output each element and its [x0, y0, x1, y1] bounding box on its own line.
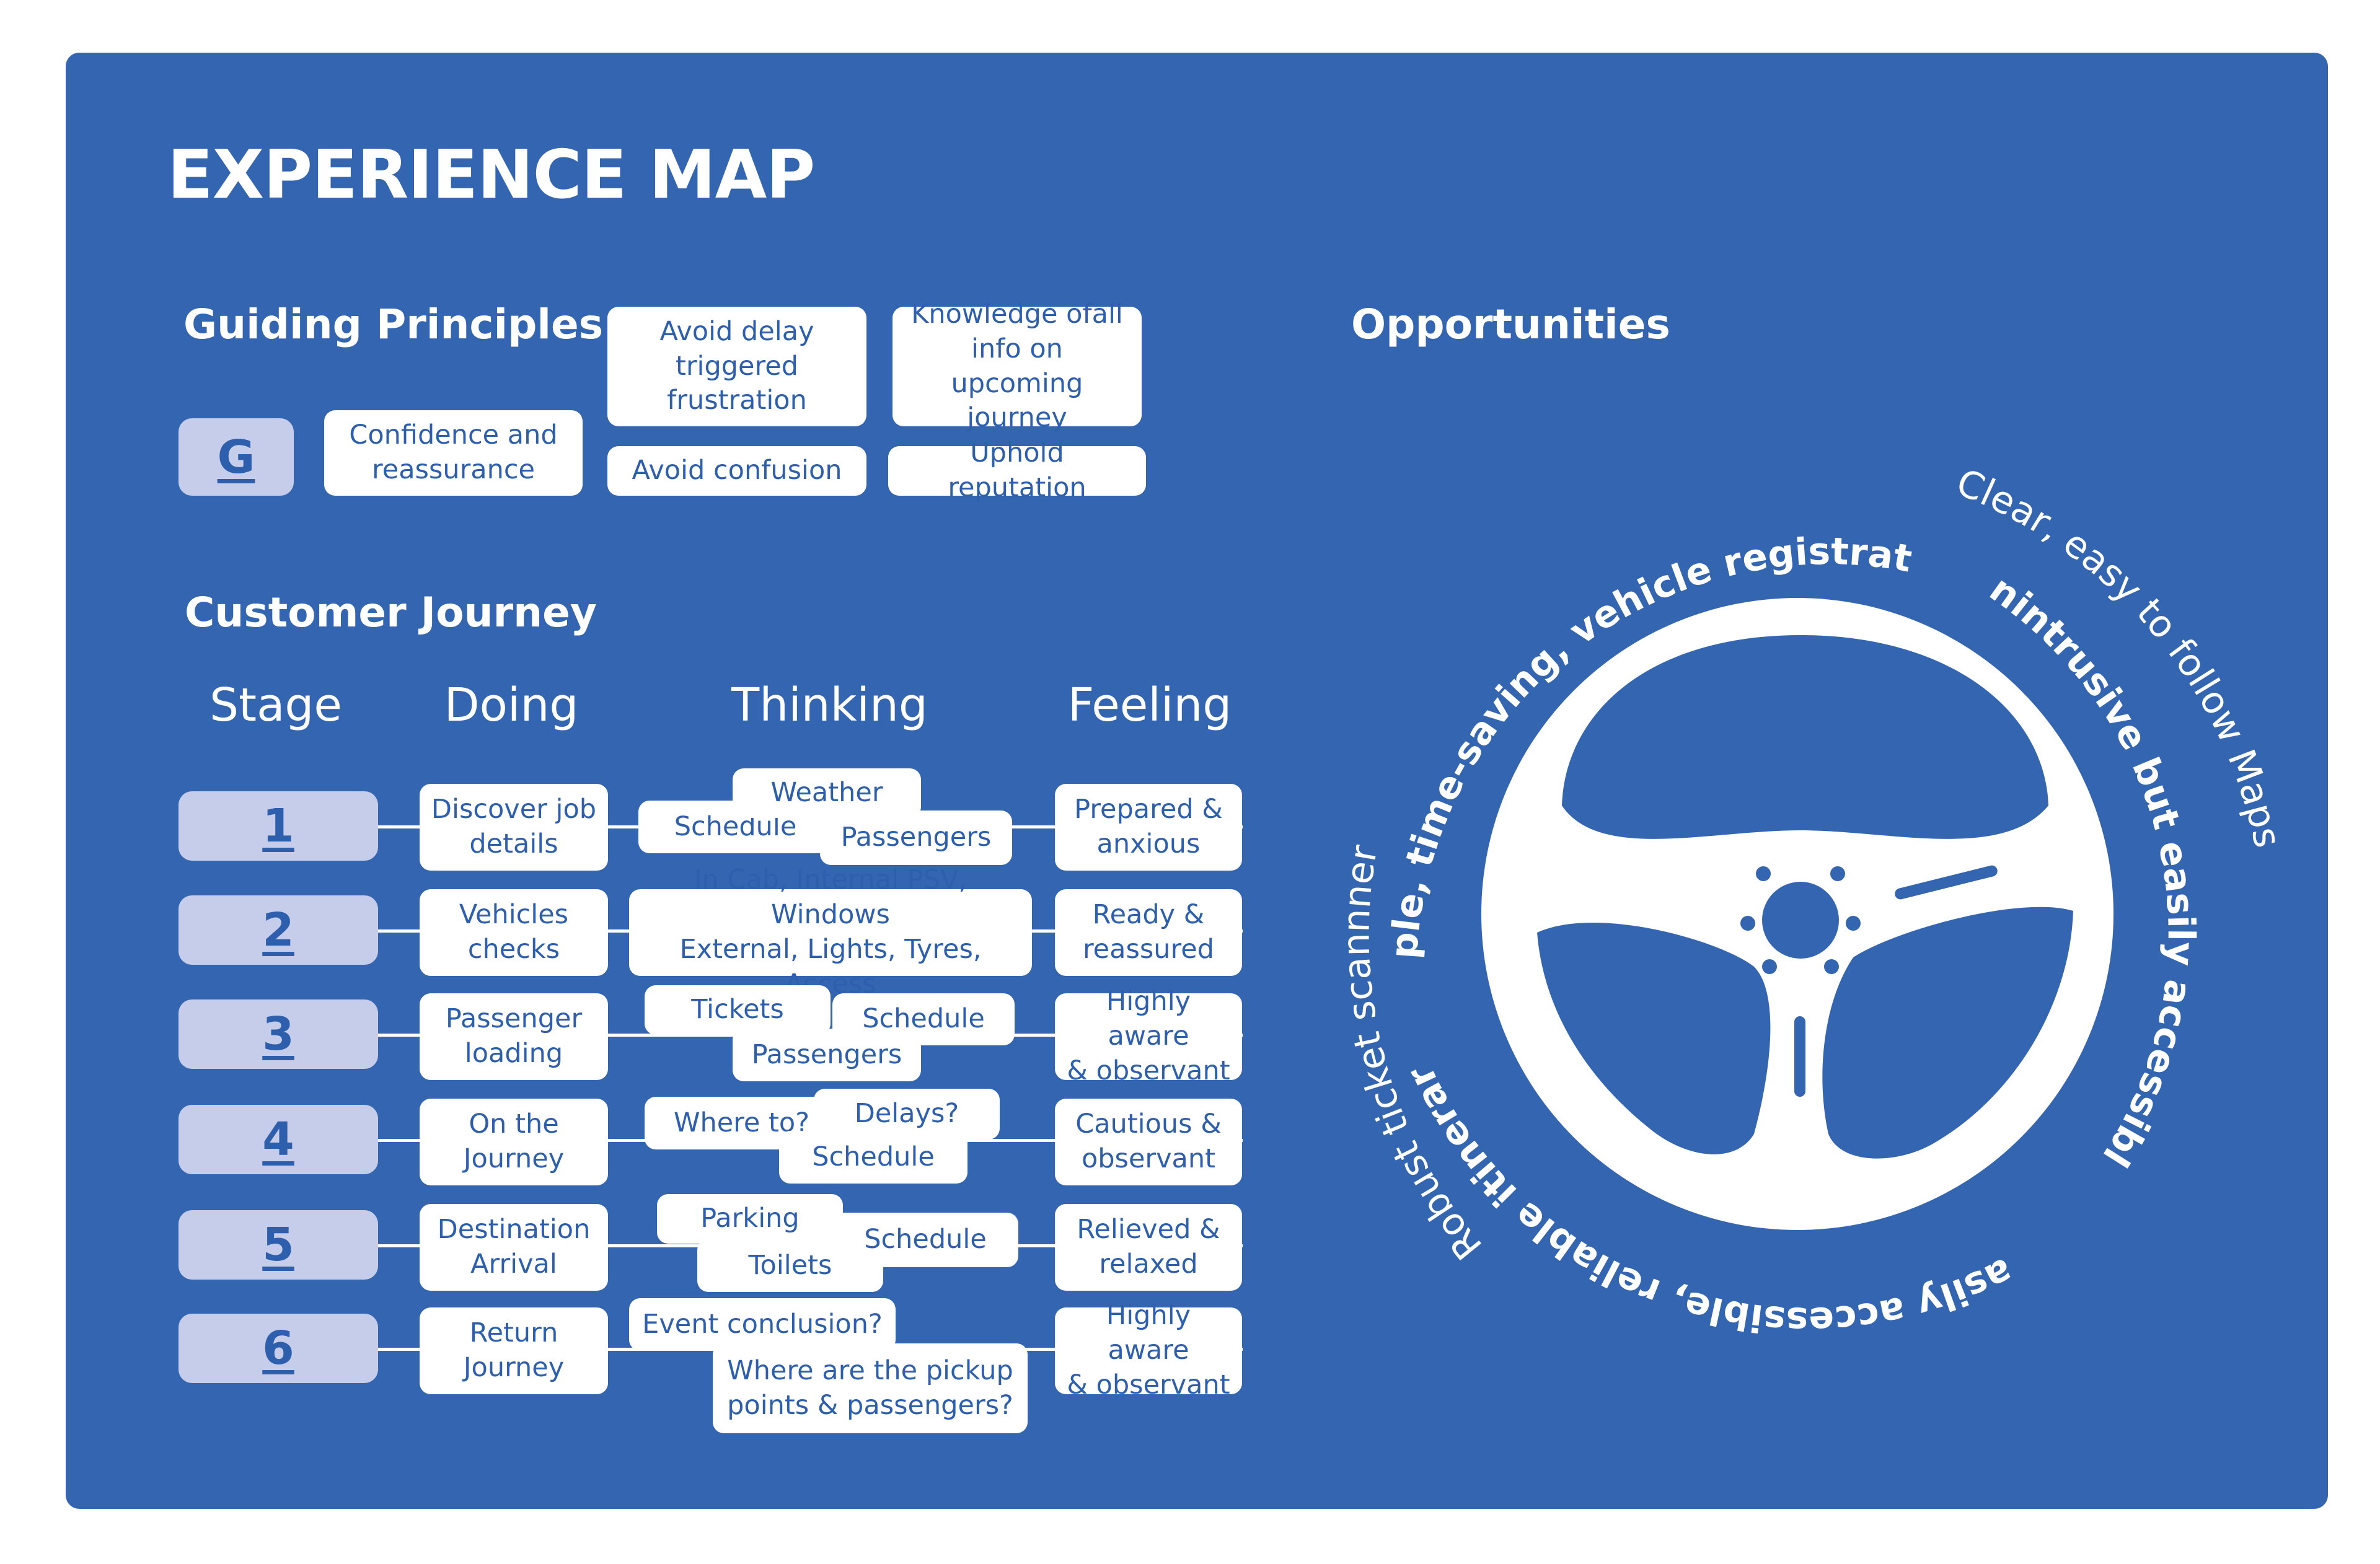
customer-journey-heading: Customer Journey	[185, 589, 597, 636]
feeling-card: Ready & reassured	[1055, 889, 1242, 976]
principle-card: Avoid delay triggered frustration	[607, 307, 866, 426]
stage-badge-6: 6	[178, 1314, 378, 1383]
stage-badge-5: 5	[178, 1210, 378, 1280]
thinking-card: Where are the pickup points & passengers…	[713, 1343, 1028, 1433]
feeling-card: Cautious & observant	[1055, 1099, 1242, 1185]
principle-card: Confidence and reassurance	[324, 410, 583, 496]
doing-card: Passenger loading	[420, 993, 608, 1080]
guiding-principles-heading: Guiding Principles	[183, 301, 604, 348]
column-header-stage: Stage	[209, 679, 342, 732]
principle-card: Uphold reputation	[888, 437, 1146, 503]
thinking-card: Event conclusion?	[629, 1298, 896, 1351]
column-header-doing: Doing	[444, 679, 579, 732]
doing-card: Destination Arrival	[420, 1204, 608, 1291]
stage-badge-1: 1	[178, 791, 378, 861]
thinking-card: Delays?	[814, 1089, 1000, 1140]
thinking-card: Passengers	[820, 811, 1012, 865]
doing-card: Vehicles checks	[420, 889, 608, 976]
doing-card: Discover job details	[420, 784, 608, 871]
thinking-card: Parking	[657, 1194, 843, 1244]
feeling-card: Relieved & relaxed	[1055, 1204, 1242, 1291]
stage-badge-2: 2	[178, 895, 378, 965]
thinking-card: Tickets	[645, 985, 831, 1035]
steering-wheel-icon	[1481, 598, 2113, 1230]
column-header-thinking: Thinking	[731, 679, 928, 732]
column-header-feeling: Feeling	[1067, 679, 1232, 732]
feeling-card: Prepared & anxious	[1055, 784, 1242, 871]
thinking-card: Schedule	[832, 1213, 1018, 1267]
thinking-card: Weather	[733, 768, 921, 818]
doing-card: On the Journey	[420, 1099, 608, 1185]
thinking-card: Schedule	[779, 1131, 967, 1184]
opportunities-heading: Opportunities	[1351, 301, 1670, 348]
stage-badge-4: 4	[178, 1105, 378, 1174]
thinking-card: Where to?	[645, 1097, 839, 1149]
doing-card: Return Journey	[420, 1307, 608, 1394]
thinking-card: In Cab, Internal PSV, Windows External, …	[629, 864, 1032, 999]
principles-badge: G	[178, 418, 294, 496]
thinking-card: Schedule	[832, 993, 1015, 1045]
principle-card: Avoid confusion	[607, 446, 866, 496]
stage-badge-3: 3	[178, 999, 378, 1069]
page-title: EXPERIENCE MAP	[167, 136, 815, 214]
